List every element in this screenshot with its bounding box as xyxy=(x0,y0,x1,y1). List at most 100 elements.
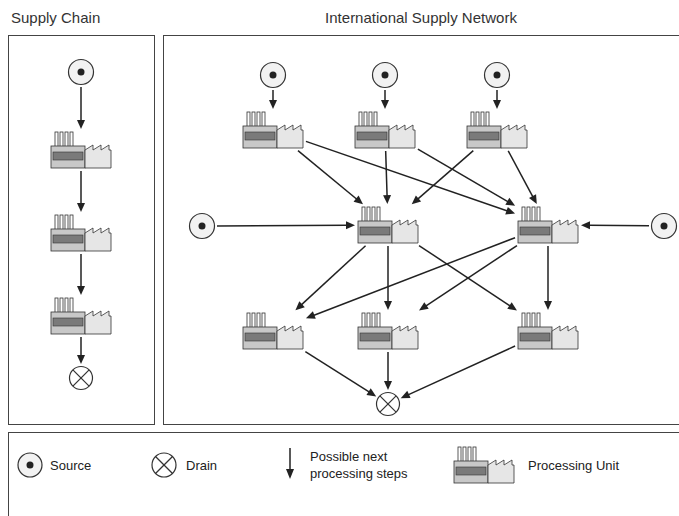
legend-panel xyxy=(9,433,679,516)
source-icon xyxy=(371,61,399,89)
flow-arrow xyxy=(217,221,355,229)
source-node xyxy=(483,61,511,89)
factory-node xyxy=(241,110,305,150)
source-icon xyxy=(188,212,216,240)
flow-arrow xyxy=(77,87,85,129)
drain-cross xyxy=(156,457,173,474)
panel-heading: International Supply Network xyxy=(325,9,517,27)
source-node xyxy=(371,61,399,89)
arrow-line xyxy=(272,90,274,101)
flow-arrow xyxy=(306,238,515,319)
factory-node xyxy=(353,110,417,150)
drain-icon xyxy=(375,391,401,417)
arrow-head xyxy=(77,286,85,295)
arrow-line xyxy=(387,352,389,382)
arrow-line xyxy=(80,254,82,287)
flow-arrow xyxy=(384,352,392,390)
legend-label: Drain xyxy=(186,457,276,474)
arrow-head xyxy=(493,100,501,109)
flow-arrow xyxy=(418,149,515,206)
factory-node xyxy=(465,110,529,150)
flow-arrow xyxy=(381,90,389,109)
drain-icon xyxy=(68,365,94,391)
arrow-head xyxy=(269,100,277,109)
arrow-line xyxy=(387,246,389,302)
factory-icon xyxy=(516,311,580,351)
flow-arrow xyxy=(508,151,537,204)
arrow-line xyxy=(80,87,82,121)
source-node xyxy=(188,212,216,240)
arrow-head xyxy=(401,391,411,398)
arrow-head xyxy=(306,311,316,318)
source-icon xyxy=(650,212,678,240)
factory-node xyxy=(241,311,305,351)
flow-arrow xyxy=(493,90,501,109)
panel-heading: Supply Chain xyxy=(11,9,100,27)
arrow-head xyxy=(419,302,429,310)
factory-roof xyxy=(488,460,514,483)
drain-cross xyxy=(156,457,173,474)
flow-arrow xyxy=(383,151,391,204)
factory-icon xyxy=(356,311,420,351)
factory-hall xyxy=(454,461,488,483)
drain-circle xyxy=(152,453,176,477)
flow-arrow xyxy=(544,246,552,310)
flow-arrow xyxy=(581,221,649,229)
arrow-line xyxy=(217,224,347,226)
arrow-head xyxy=(412,195,421,204)
flow-arrow xyxy=(77,171,85,212)
arrow-head xyxy=(77,355,85,364)
arrow-line xyxy=(289,448,291,470)
arrow-line xyxy=(508,151,533,197)
flow-arrow xyxy=(305,352,376,397)
factory-icon xyxy=(241,110,305,150)
arrow-head xyxy=(295,301,304,310)
arrow-head xyxy=(505,198,515,206)
group-panel: International Supply Network xyxy=(163,35,679,425)
drain-node xyxy=(68,365,94,391)
factory-node xyxy=(49,130,113,170)
arrow-head xyxy=(77,203,85,212)
flow-arrow xyxy=(412,151,474,205)
arrow-line xyxy=(298,151,357,200)
source-circle xyxy=(18,453,42,477)
factory-icon xyxy=(49,130,113,170)
chimney xyxy=(463,447,466,462)
factory-icon xyxy=(49,213,113,253)
factory-icon xyxy=(241,311,305,351)
flow-arrow xyxy=(384,246,392,310)
flow-arrow xyxy=(77,254,85,295)
drain-node xyxy=(375,391,401,417)
arrow-head xyxy=(581,221,590,229)
source-node xyxy=(650,212,678,240)
arrow-line xyxy=(301,246,365,305)
arrow-head xyxy=(286,469,294,479)
arrow-head xyxy=(505,207,515,215)
arrow-head xyxy=(383,195,391,204)
factory-icon xyxy=(353,110,417,150)
factory-node xyxy=(49,213,113,253)
factory-icon xyxy=(465,110,529,150)
factory-node xyxy=(356,311,420,351)
flow-arrow xyxy=(269,90,277,109)
chimney xyxy=(458,447,461,462)
arrow-head xyxy=(366,388,376,396)
source-node xyxy=(67,58,95,86)
arrow-line xyxy=(589,225,649,227)
factory-node xyxy=(516,311,580,351)
factory-windows xyxy=(456,467,486,475)
arrow-line xyxy=(496,90,498,101)
arrow-line xyxy=(306,141,508,211)
group-panel: Supply Chain xyxy=(8,35,155,425)
arrow-head xyxy=(529,194,537,204)
arrow-line xyxy=(305,352,369,393)
arrow-line xyxy=(419,246,510,306)
arrow-head xyxy=(346,221,355,229)
factory-symbol xyxy=(454,447,514,483)
legend-label: Source xyxy=(50,457,150,474)
flow-arrow xyxy=(298,151,363,205)
drain-symbol xyxy=(152,453,176,477)
